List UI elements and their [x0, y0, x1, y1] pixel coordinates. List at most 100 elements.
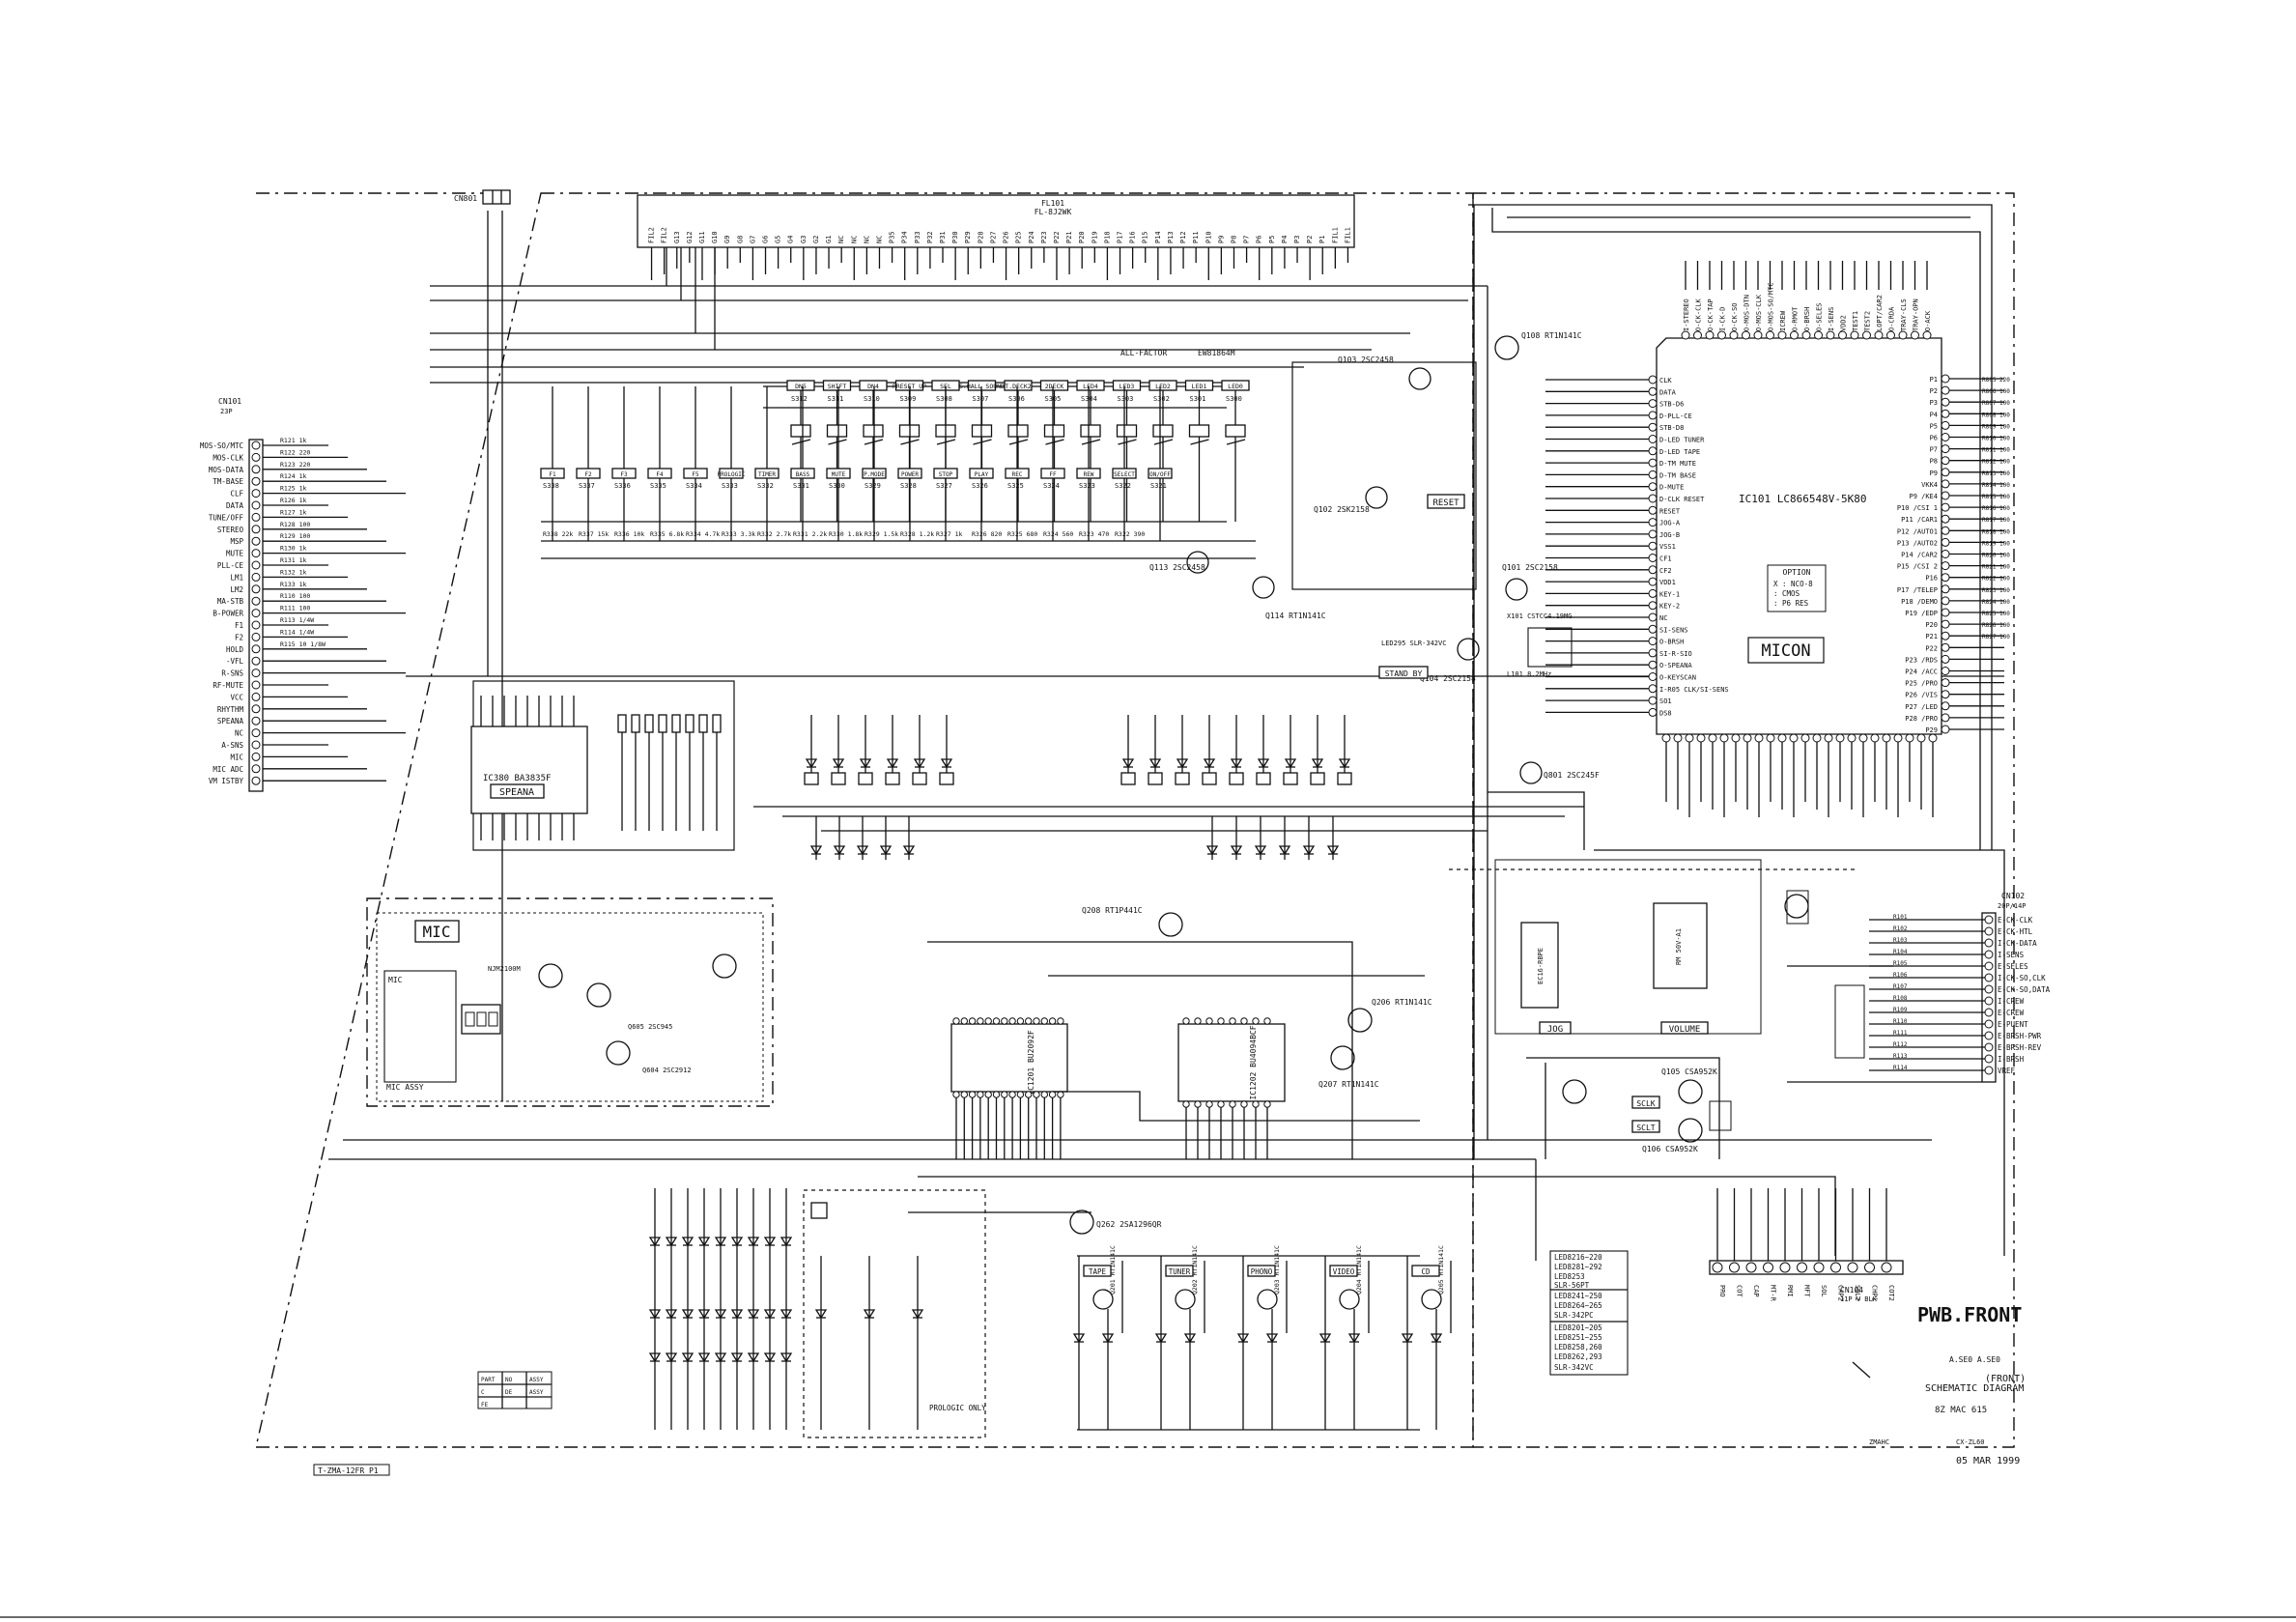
resistor-label: R336 10k [614, 530, 644, 538]
led-row-middle [804, 715, 1352, 785]
fl-pin-label: P5 [1268, 236, 1276, 243]
led-symbol [1254, 845, 1267, 856]
svg-text:CN104: CN104 [1840, 1286, 1863, 1295]
all-factor: ALL-FACTOR [1120, 349, 1167, 357]
led-symbol [1284, 758, 1297, 769]
micon-pin-label: KEY-2 [1659, 603, 1680, 611]
switch-ref: S325 [1007, 482, 1024, 490]
resistor-label: R818 100 [1982, 528, 2010, 535]
resistor-label: R126 1k [280, 497, 306, 504]
cn101-ref: CN101 [218, 397, 241, 406]
cn104-pin-label: PRO [1718, 1285, 1726, 1297]
resistor-label: R821 100 [1982, 564, 2010, 571]
cn101-pin-label: MIC [230, 753, 243, 761]
micon-pin-label: I-CK-D [1719, 307, 1727, 331]
cn104-pin-label: CAP [1752, 1285, 1760, 1297]
micon-pin-label: P29 [1925, 726, 1938, 734]
led-symbol [1326, 845, 1340, 856]
key-label: F2 [584, 471, 592, 478]
key-label: REW [1084, 471, 1094, 478]
cn101-pin-label: LM1 [230, 573, 243, 582]
switch-ref: S336 [614, 482, 631, 490]
resistor-label: R808 100 [1982, 412, 2010, 418]
switch-ref: S338 [543, 482, 559, 490]
fl-pin-label: P15 [1142, 231, 1149, 243]
led-symbol [730, 1309, 744, 1320]
micon-pin-label: VDD2 [1840, 315, 1848, 331]
transistor-label: Q201 RT1N141C [1109, 1245, 1117, 1295]
switch-ref: S311 [828, 395, 844, 403]
led-symbol [809, 845, 823, 856]
micon-pin-label: P25 /PRO [1905, 680, 1938, 688]
svg-text:Q801 2SC245F: Q801 2SC245F [1544, 771, 1600, 780]
resistor-label: R328 1.2k [900, 530, 934, 538]
micon-pin-label: P7 [1930, 446, 1938, 454]
fl-pin-label: P33 [914, 231, 921, 243]
svg-text:20P/14P: 20P/14P [1998, 902, 2027, 910]
svg-text:Q106 CSA952K: Q106 CSA952K [1642, 1145, 1698, 1153]
fl-pin-label: P19 [1091, 231, 1098, 243]
transistor-label: Q203 RT1N141C [1273, 1245, 1281, 1295]
fl-pin-label: P9 [1217, 236, 1225, 243]
resistor-label: R815 100 [1982, 494, 2010, 500]
fl-pin-label: P24 [1028, 231, 1035, 243]
source-button-label: CD [1421, 1267, 1431, 1276]
driver-transistors: Q208 RT1P441C Q206 RT1N141C Q207 RT1N141… [927, 906, 1432, 1235]
led-symbol [763, 1309, 777, 1320]
key-label: BASS [796, 471, 810, 478]
led-symbol [697, 1237, 711, 1247]
led-symbol [714, 1237, 727, 1247]
led-symbol [681, 1309, 694, 1320]
micon-pin-label: O-RMOT [1792, 306, 1800, 331]
svg-text:11P V BLK: 11P V BLK [1840, 1295, 1878, 1303]
svg-text:: P6 RES: : P6 RES [1773, 599, 1809, 608]
svg-text:A.SE0 A.SE0: A.SE0 A.SE0 [1949, 1355, 2000, 1364]
micon-pin-label: VKK4 [1921, 481, 1938, 489]
svg-text:NO: NO [505, 1377, 513, 1383]
micon-pin-label: P28 /PRO [1905, 715, 1938, 723]
switch-ref: S332 [757, 482, 774, 490]
micon-pin-label: P23 /RDS [1905, 656, 1938, 664]
fl-pin-label: G6 [762, 236, 770, 243]
svg-text:05 MAR 1999: 05 MAR 1999 [1956, 1456, 2020, 1466]
micon-pin-label: P17 /TELEP [1897, 586, 1938, 594]
led-symbol [681, 1352, 694, 1363]
led-symbol [863, 1309, 876, 1320]
key-label: PLAY [975, 471, 989, 478]
fl-pin-label: P10 [1205, 231, 1212, 243]
led-symbol [1230, 758, 1243, 769]
svg-text:SCLT: SCLT [1636, 1124, 1655, 1132]
switch-ref: S337 [579, 482, 595, 490]
cn101-pin-label: A-SNS [221, 741, 243, 750]
resistor-label: R820 100 [1982, 553, 2010, 559]
cn101-pin-label: TUNE/OFF [209, 513, 244, 522]
micon-pin-label: P26 /VIS [1905, 692, 1938, 699]
cn102-pin-label: I-CK-DATA [1998, 939, 2037, 948]
svg-text:PART: PART [481, 1377, 496, 1383]
svg-text:SCLK: SCLK [1636, 1099, 1655, 1108]
micon-pin-label: RESET [1659, 507, 1681, 515]
cn101-pin-label: TM-BASE [213, 477, 243, 486]
fl-pin-label: NC [863, 236, 870, 243]
cn101-pin-label: MOS-CLK [213, 453, 243, 462]
micon-pin-label: VDD1 [1659, 579, 1676, 586]
resistor-label: R330 1.8k [829, 530, 863, 538]
cn101-pin-label: PLL-CE [217, 561, 244, 570]
svg-text:PROLOGIC ONLY: PROLOGIC ONLY [929, 1404, 986, 1412]
led-symbol [714, 1352, 727, 1363]
led-symbol [886, 758, 899, 769]
fl-pin-label: G5 [775, 236, 782, 243]
micon-pin-label: O-CK-SO [1731, 302, 1739, 331]
micon-pin-label: P18 /DEMO [1901, 598, 1938, 606]
svg-text:CX-ZL60: CX-ZL60 [1956, 1438, 1985, 1446]
fl-pin-label: P34 [901, 231, 909, 243]
micon-pin-label: P27 /LED [1905, 703, 1938, 711]
resistor-label: R110 [1893, 1018, 1908, 1025]
cn102-pin-label: E-SELES [1998, 962, 2028, 971]
svg-text:X101 CSTCC4.19MG: X101 CSTCC4.19MG [1507, 612, 1572, 620]
key-label: MUTE [832, 471, 846, 478]
led-symbol [879, 845, 893, 856]
micon-pin-label: D-TM MUTE [1659, 460, 1696, 468]
led-table-row: LED8216~220 [1554, 1253, 1602, 1262]
fl-pin-label: P30 [951, 231, 959, 243]
